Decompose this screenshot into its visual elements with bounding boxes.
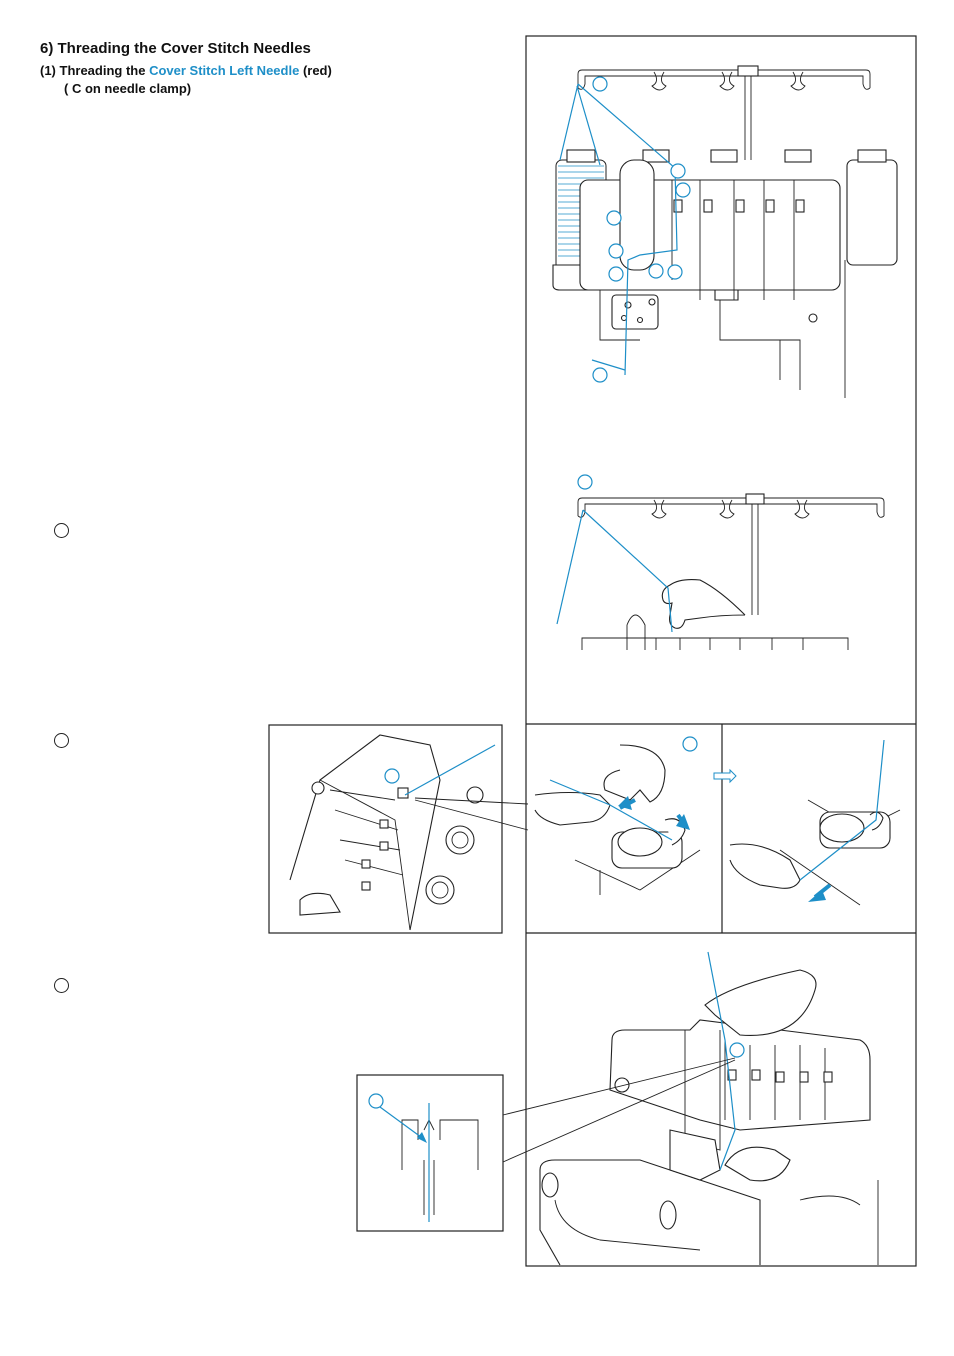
tension-dial-inset — [268, 724, 529, 934]
subsection-title: (1) Threading the Cover Stitch Left Need… — [40, 63, 332, 78]
step-marker-3 — [54, 978, 69, 993]
highlighted-needle-name: Cover Stitch Left Needle — [149, 63, 300, 78]
needle-clamp-note: ( C on needle clamp) — [64, 81, 192, 96]
subsection-suffix: (red) — [299, 63, 332, 78]
needle-eye-inset — [356, 1074, 504, 1232]
overlock-machine-diagram — [552, 65, 898, 398]
step-marker-1 — [54, 523, 69, 538]
tension-hands-diagram — [534, 736, 701, 895]
tension-pull-diagram — [729, 739, 901, 906]
section-title: 6) Threading the Cover Stitch Needles — [40, 40, 311, 57]
thread-stand-hand-diagram — [556, 474, 885, 650]
step-marker-2 — [54, 733, 69, 748]
panel-frame — [525, 35, 917, 1267]
needle-threading-diagram — [502, 951, 879, 1266]
subsection-prefix: (1) Threading the — [40, 63, 150, 78]
